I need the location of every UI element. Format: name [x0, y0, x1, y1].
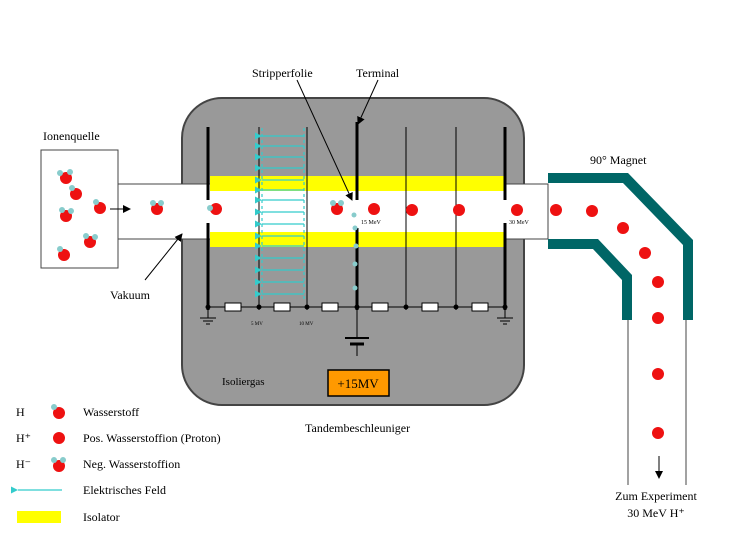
- label-insulating-gas: Isoliergas: [222, 376, 265, 388]
- proton-icon: [53, 432, 65, 444]
- label-experiment-line2: 30 MeV H⁺: [627, 506, 684, 520]
- energy-label-30mev: 30 MeV: [509, 220, 529, 226]
- beam-line-to-experiment: [627, 320, 687, 485]
- ion-source: [40, 149, 119, 269]
- label-vacuum: Vakuum: [110, 288, 151, 302]
- hydrogen-atom-icon: [51, 404, 65, 419]
- legend-text-insulator: Isolator: [83, 510, 120, 524]
- stripped-electrons: [351, 212, 359, 291]
- voltage-box: [327, 369, 390, 397]
- legend-symbol-h: H: [16, 405, 25, 419]
- tap-label-5mv: 5 MV: [251, 322, 263, 327]
- legend-symbol-h-minus: H⁻: [16, 457, 31, 471]
- energy-label-15mev: 15 MeV: [361, 220, 381, 226]
- label-experiment-line1: Zum Experiment: [615, 489, 697, 503]
- legend-text-negative-ion: Neg. Wasserstoffion: [83, 457, 180, 471]
- magnet-90-degree: [548, 173, 693, 320]
- negative-ion-icon: [51, 457, 66, 472]
- legend-text-field: Elektrisches Feld: [83, 483, 166, 497]
- resistor-chain: [200, 302, 513, 356]
- ion-source-atoms: [57, 169, 106, 261]
- electric-field-arrows: [254, 128, 305, 300]
- label-magnet: 90° Magnet: [590, 153, 647, 167]
- accelerator-tank: [181, 97, 525, 406]
- legend-text-hydrogen: Wasserstoff: [83, 405, 139, 419]
- label-terminal: Terminal: [356, 66, 400, 80]
- callout-lines: [144, 79, 379, 281]
- legend-symbol-h-plus: H⁺: [16, 431, 31, 445]
- label-stripper-foil: Stripperfolie: [252, 66, 313, 80]
- particles: [57, 169, 664, 439]
- label-tandem: Tandembeschleuniger: [305, 421, 410, 435]
- tap-label-10mv: 10 MV: [299, 322, 314, 327]
- label-ion-source: Ionenquelle: [43, 129, 100, 143]
- legend: H Wasserstoff H⁺ Pos. Wasserstoffion (Pr…: [10, 404, 221, 524]
- insulator-swatch-icon: [17, 511, 61, 523]
- electrodes: [206, 122, 507, 310]
- legend-text-proton: Pos. Wasserstoffion (Proton): [83, 431, 221, 445]
- voltage-label: +15MV: [337, 376, 379, 391]
